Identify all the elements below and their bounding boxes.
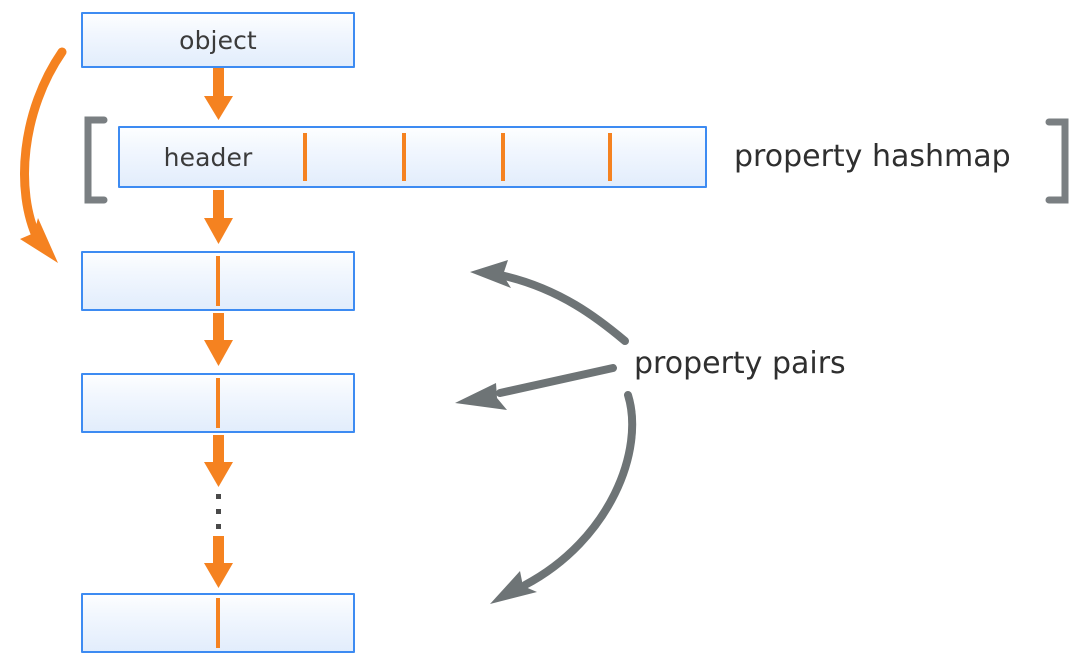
down-arrow-icon-pair2-to-ellipsis bbox=[204, 435, 233, 487]
left-square-bracket bbox=[84, 116, 108, 204]
header-tick-3 bbox=[501, 133, 505, 181]
header-tick-2 bbox=[402, 133, 406, 181]
property-pair-divider-2 bbox=[216, 378, 220, 428]
header-cell-label: header bbox=[163, 143, 253, 172]
ellipsis-dot-1 bbox=[216, 494, 221, 499]
down-arrow-icon-pair1-to-pair2 bbox=[204, 313, 233, 366]
down-arrow-icon-ellipsis-to-pair3 bbox=[204, 536, 233, 588]
curved-arrow-icon-object-to-pairs bbox=[20, 47, 67, 263]
property-pairs-label: property pairs bbox=[634, 346, 846, 381]
property-hashmap-label: property hashmap bbox=[734, 139, 1011, 174]
right-square-bracket bbox=[1045, 118, 1069, 204]
header-tick-4 bbox=[608, 133, 612, 181]
property-pair-divider-3 bbox=[216, 598, 220, 648]
ellipsis-dot-2 bbox=[216, 509, 221, 514]
property-pair-divider-1 bbox=[216, 256, 220, 306]
pointer-arrow-icon-to-pair2 bbox=[455, 364, 617, 410]
ellipsis-dot-3 bbox=[216, 524, 221, 529]
object-box bbox=[81, 12, 355, 68]
down-arrow-icon-header-to-pair1 bbox=[204, 190, 233, 244]
pointer-arrow-icon-to-pair3 bbox=[490, 391, 637, 604]
header-tick-1 bbox=[303, 133, 307, 181]
object-box-label: object bbox=[179, 26, 257, 55]
down-arrow-icon-object-to-header bbox=[204, 68, 233, 120]
pointer-arrow-icon-to-pair1 bbox=[470, 260, 629, 345]
